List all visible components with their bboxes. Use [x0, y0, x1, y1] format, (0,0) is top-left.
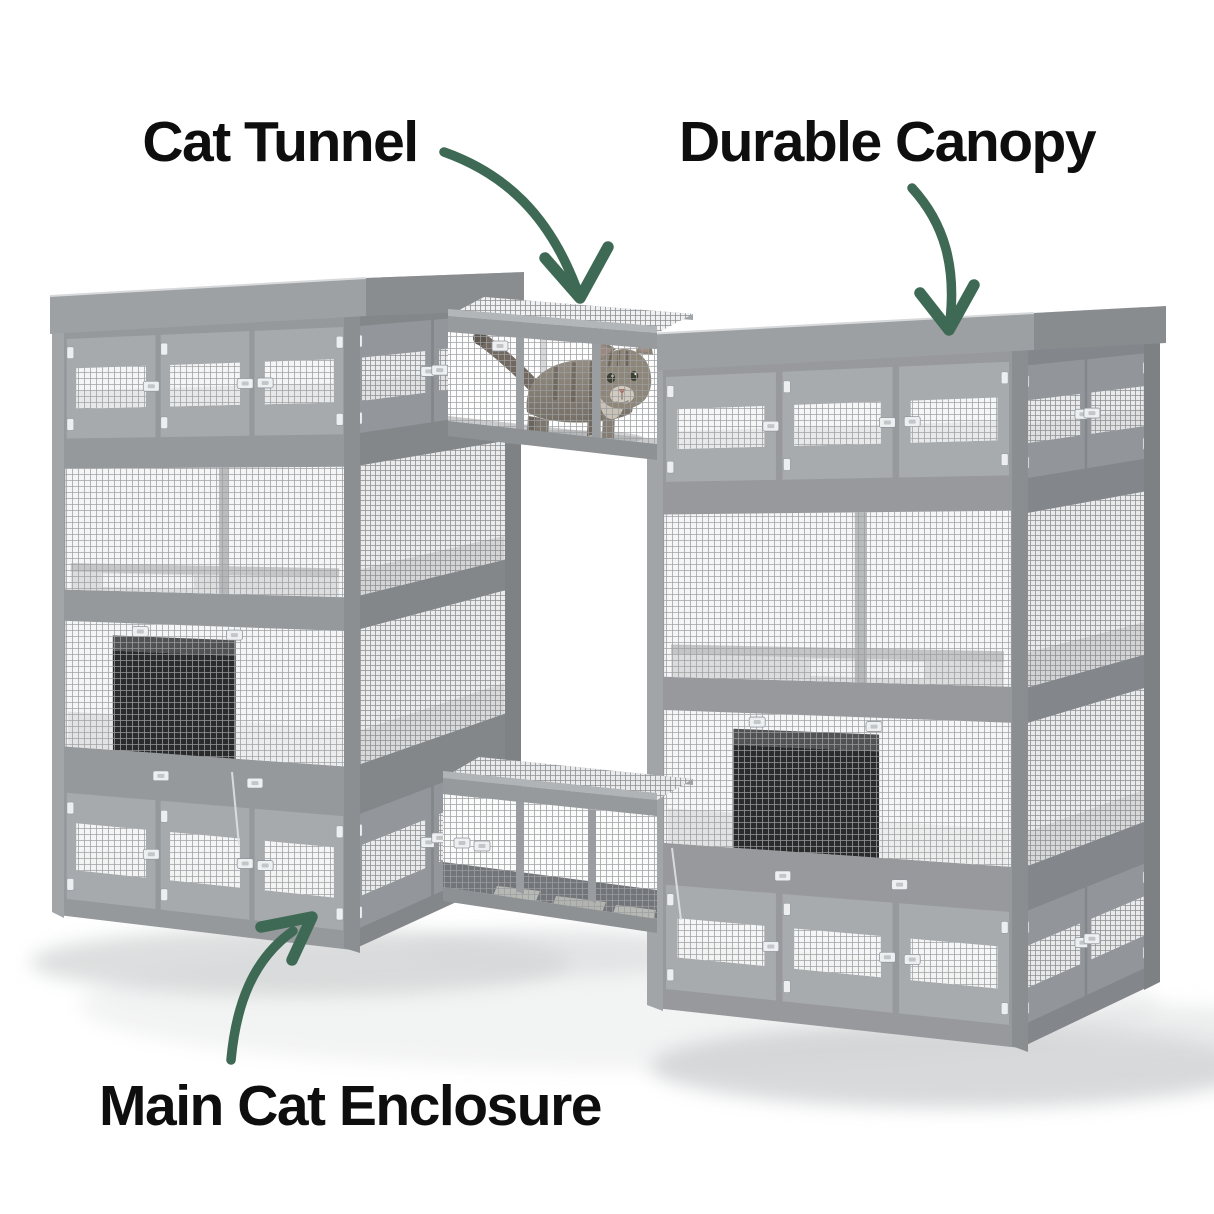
- annotation-durable-canopy: Durable Canopy: [679, 110, 1098, 336]
- annotation-main-cat-enclosure: Main Cat Enclosure: [99, 911, 602, 1138]
- cat-tunnel-arrow-icon: [439, 147, 581, 292]
- upper-cat-tunnel-mesh: [448, 309, 657, 460]
- annotation-cat-tunnel: Cat Tunnel: [142, 110, 614, 304]
- main-cat-enclosure-arrow-icon: [226, 926, 298, 1065]
- lower-cat-tunnel: [443, 757, 693, 933]
- durable-canopy-label: Durable Canopy: [679, 110, 1097, 174]
- cat-tunnel-arrowhead-icon: [539, 241, 614, 304]
- main-cat-enclosure-arrowhead-icon: [255, 911, 318, 966]
- annotations: Cat Tunnel Durable Canopy Main Cat Enclo…: [99, 110, 1098, 1138]
- cat-tunnel-label: Cat Tunnel: [142, 110, 417, 174]
- durable-canopy-arrow-icon: [907, 183, 957, 326]
- main-cat-enclosure-label: Main Cat Enclosure: [99, 1074, 601, 1138]
- left-tower-main-enclosure: [49, 272, 524, 953]
- right-tower-main-enclosure: [646, 306, 1166, 1052]
- durable-canopy-arrowhead-icon: [914, 279, 980, 336]
